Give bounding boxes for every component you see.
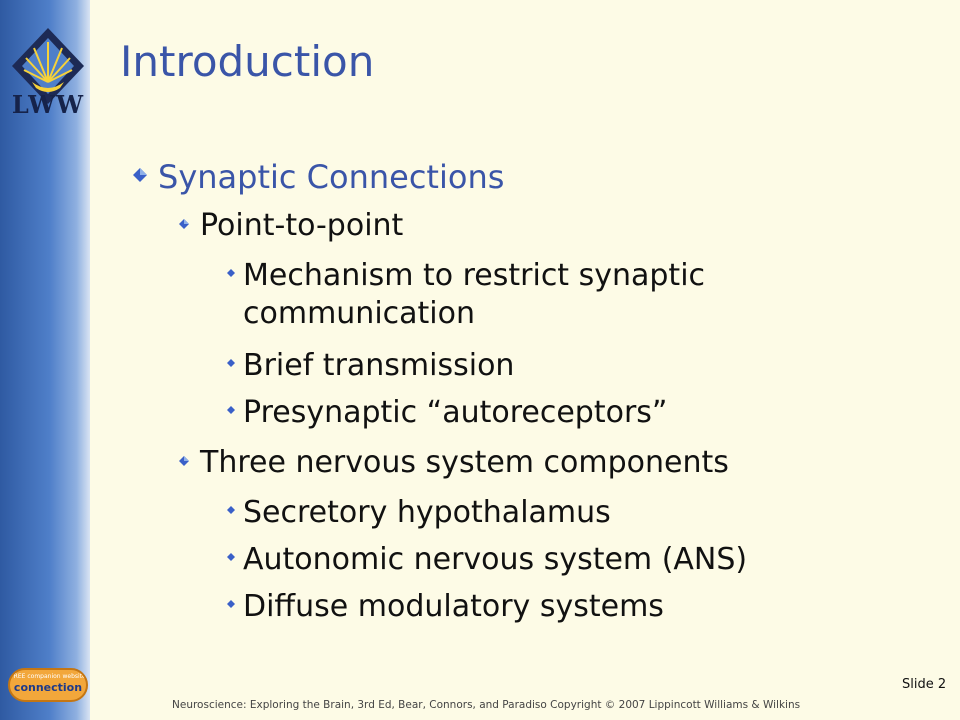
connection-badge[interactable]: FREE companion website connection	[8, 668, 88, 702]
bullet-three-components: Three nervous system components	[200, 445, 729, 480]
bullet-presynaptic: Presynaptic “autoreceptors”	[243, 395, 668, 430]
bullet-synaptic-connections: Synaptic Connections	[158, 158, 505, 196]
bullet-autonomic: Autonomic nervous system (ANS)	[243, 542, 748, 577]
diamond-bullet-icon	[227, 553, 235, 561]
badge-subtitle: FREE companion website	[10, 673, 86, 680]
diamond-bullet-icon	[179, 219, 189, 229]
bullet-diffuse: Diffuse modulatory systems	[243, 589, 664, 624]
diamond-bullet-icon	[227, 359, 235, 367]
bullet-point-to-point: Point-to-point	[200, 208, 404, 243]
badge-label: connection	[13, 681, 83, 694]
slide-number: Slide 2	[902, 677, 947, 692]
bullet-mechanism-line2: communication	[243, 296, 476, 331]
bullet-mechanism-line1: Mechanism to restrict synaptic	[243, 258, 706, 293]
diamond-bullet-icon	[227, 600, 235, 608]
diamond-bullet-icon	[227, 406, 235, 414]
sidebar: LWW FREE companion website connection	[0, 0, 90, 720]
diamond-bullet-icon	[227, 506, 235, 514]
diamond-bullet-icon	[179, 456, 189, 466]
slide-title: Introduction	[120, 37, 375, 86]
bullet-secretory-hypothalamus: Secretory hypothalamus	[243, 495, 611, 530]
diamond-bullet-icon	[227, 269, 235, 277]
footer-citation: Neuroscience: Exploring the Brain, 3rd E…	[172, 699, 801, 711]
lww-logo-text: LWW	[11, 90, 85, 119]
diamond-bullet-icon	[133, 168, 147, 182]
bullet-brief-transmission: Brief transmission	[243, 348, 515, 383]
lww-star-logo-icon	[12, 28, 84, 104]
